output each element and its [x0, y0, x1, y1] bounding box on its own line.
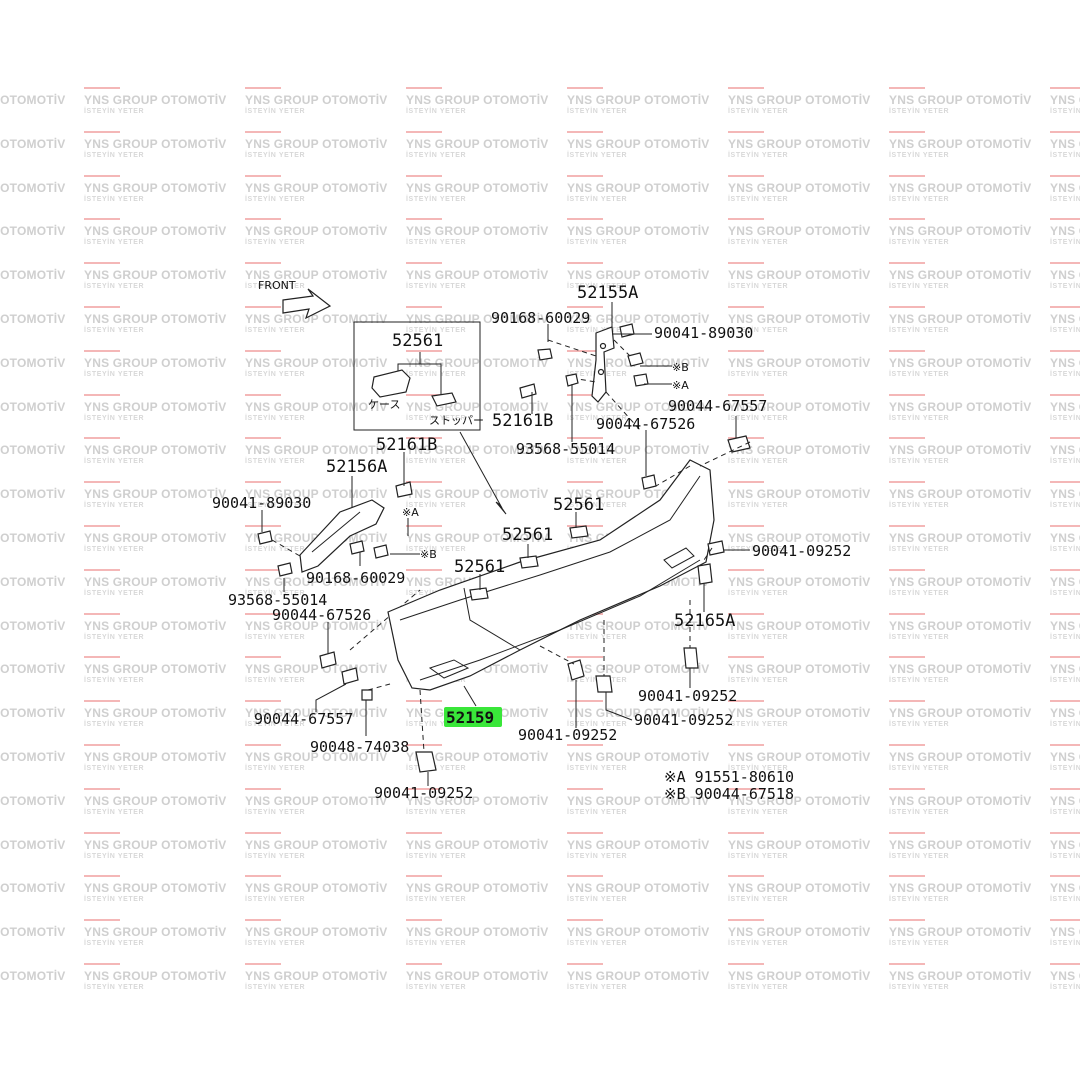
clip-icon — [519, 383, 537, 399]
callout-90041-09252-mid3: 90041-09252 — [518, 726, 617, 744]
bracket-right-icon — [591, 326, 615, 403]
mark-a-top: ※A — [672, 379, 689, 392]
callout-90041-09252-bottom: 90041-09252 — [374, 784, 473, 802]
bumper-cover-icon — [387, 459, 715, 691]
callout-52165a: 52165A — [674, 611, 735, 631]
clip-icon — [319, 651, 337, 669]
callout-90041-09252-right: 90041-09252 — [752, 542, 851, 560]
reflector-left-icon — [428, 659, 470, 679]
inset-stopper-label: ストッパー — [429, 414, 484, 427]
leader-lines — [261, 302, 750, 786]
callout-52561-b: 52561 — [502, 525, 553, 545]
callout-90041-89030-left: 90041-89030 — [212, 494, 311, 512]
callout-52561-c: 52561 — [454, 557, 505, 577]
inset-box — [353, 321, 481, 431]
highlight-marker — [444, 707, 502, 727]
callout-90044-67526-right: 90044-67526 — [596, 415, 695, 433]
cover-plate-icon — [697, 563, 713, 585]
mark-b-left: ※B — [420, 548, 437, 561]
bolt-icon — [567, 659, 585, 681]
callout-52161b-left: 52161B — [376, 435, 437, 455]
inset-detail: 52561 ケース ストッパー — [353, 321, 507, 515]
clip-icon — [361, 689, 373, 701]
mark-b-top: ※B — [672, 361, 689, 374]
inset-part-number: 52561 — [392, 331, 443, 351]
clip-icon — [341, 667, 359, 685]
bolt-icon — [707, 540, 725, 556]
screw-icon — [537, 348, 553, 361]
clip-icon — [641, 474, 657, 490]
callout-52159: 52159 — [446, 708, 494, 727]
callout-90041-89030-top: 90041-89030 — [654, 324, 753, 342]
clip-icon — [727, 435, 751, 453]
screw-icon — [277, 562, 293, 577]
legend-b: ※B 90044-67518 — [664, 785, 794, 803]
case-part-icon — [371, 369, 411, 398]
clip-icon — [519, 555, 539, 569]
mark-a-left: ※A — [402, 506, 419, 519]
callout-90044-67557-left: 90044-67557 — [254, 710, 353, 728]
bolt-icon — [627, 352, 644, 367]
stopper-part-icon — [431, 392, 457, 407]
screw-icon — [565, 373, 579, 387]
callout-90168-60029-top: 90168-60029 — [491, 309, 590, 327]
bolt-icon — [595, 675, 613, 693]
callout-52156a: 52156A — [326, 457, 387, 477]
screw-icon — [349, 540, 365, 555]
clip-icon — [395, 481, 413, 498]
callout-90041-09252-mid1: 90041-09252 — [638, 687, 737, 705]
front-marker: FRONT — [258, 279, 332, 320]
fastener-legend: ※A 91551-80610 ※B 90044-67518 — [664, 768, 794, 803]
callout-90048-74038: 90048-74038 — [310, 738, 409, 756]
callout-52155a: 52155A — [577, 283, 638, 303]
front-arrow-icon — [282, 288, 332, 320]
bolt-icon — [619, 323, 635, 338]
callout-52161b-right: 52161B — [492, 411, 553, 431]
callout-labels: 52155A 90168-60029 90041-89030 ※B ※A 521… — [212, 283, 851, 802]
bumper-cover-52159 — [361, 435, 751, 773]
bolt-icon — [373, 544, 389, 559]
callout-90168-60029-left: 90168-60029 — [306, 569, 405, 587]
callout-93568-55014-top: 93568-55014 — [516, 440, 615, 458]
inset-case-label: ケース — [368, 398, 400, 411]
clip-icon — [469, 587, 489, 601]
bracket-left-icon — [299, 499, 385, 573]
callout-52561-a: 52561 — [553, 495, 604, 515]
front-label: FRONT — [258, 279, 296, 292]
clip-icon — [569, 525, 589, 539]
bolt-icon — [683, 647, 699, 669]
callout-90044-67526-left: 90044-67526 — [272, 606, 371, 624]
bolt-icon — [257, 530, 273, 545]
callout-90041-09252-mid2: 90041-09252 — [634, 711, 733, 729]
legend-a: ※A 91551-80610 — [664, 768, 794, 786]
bracket-52156a — [257, 481, 421, 685]
reflector-right-icon — [663, 547, 695, 569]
callout-90044-67557-right: 90044-67557 — [668, 397, 767, 415]
bolt-icon — [415, 751, 437, 773]
callout-93568-55014-left: 93568-55014 — [228, 591, 327, 609]
